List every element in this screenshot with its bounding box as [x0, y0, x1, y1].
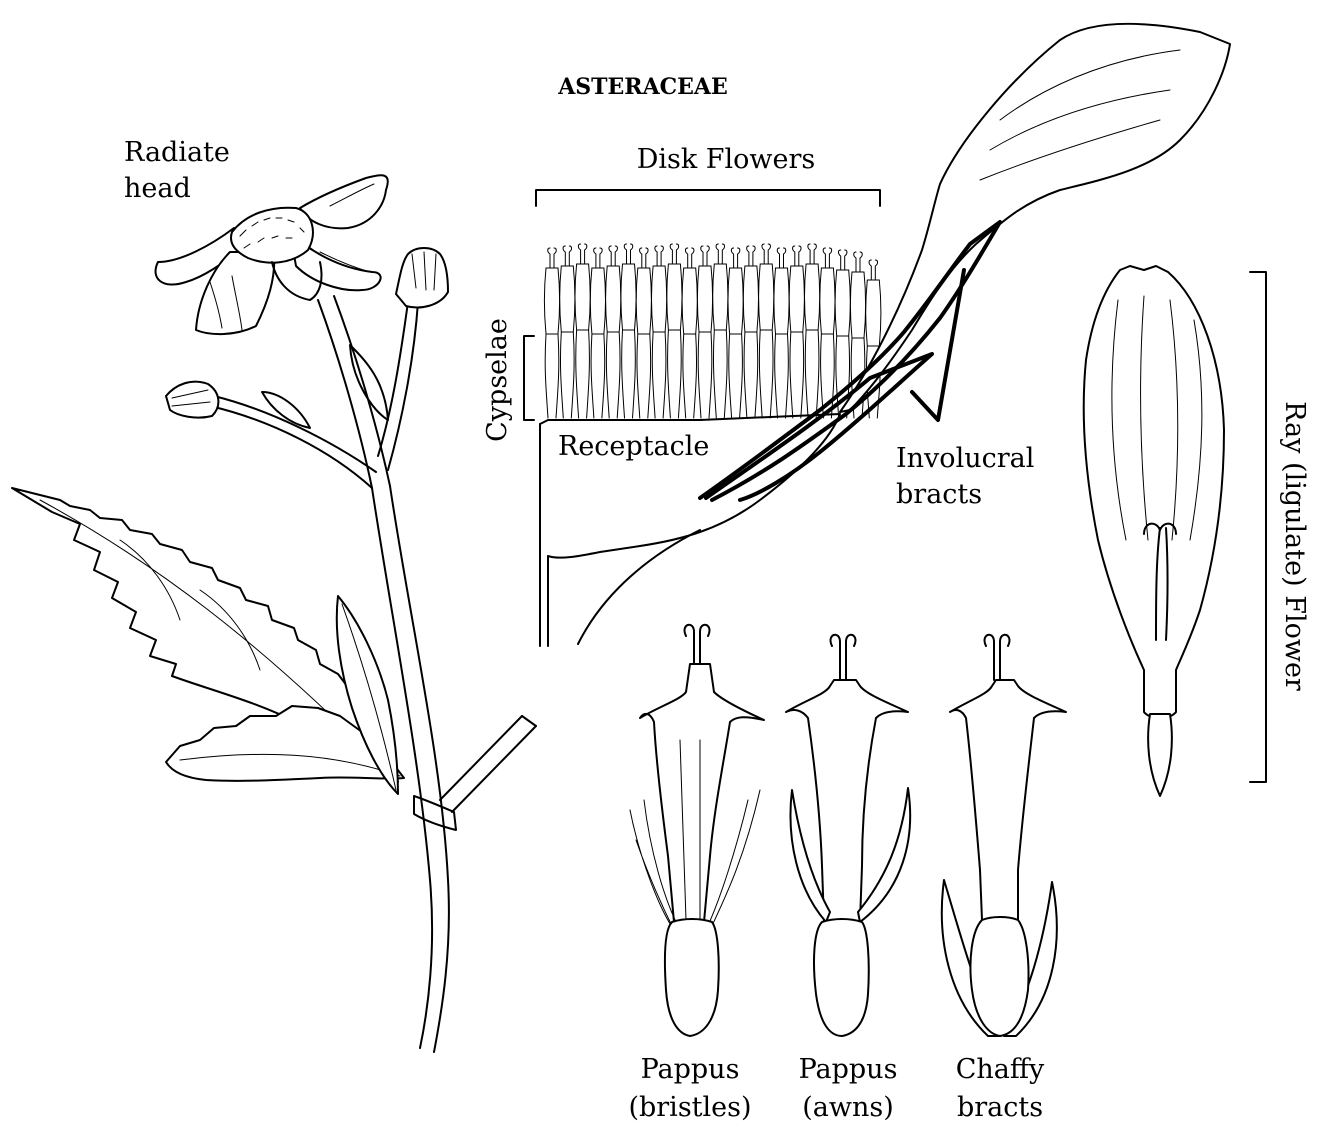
ray-flower-bracket	[1250, 272, 1266, 782]
disk-flower-style	[731, 248, 740, 268]
chaffy-bracts-label-line2: bracts	[957, 1092, 1043, 1123]
disk-flower-style	[777, 248, 786, 268]
disk-flower-style	[869, 260, 878, 280]
cypselae-bracket	[524, 336, 534, 420]
disk-flower-style	[854, 252, 863, 272]
disk-flower-chaffy-bracts	[942, 635, 1066, 1036]
disk-flower-style	[670, 244, 679, 264]
disk-flower-tube	[759, 264, 774, 418]
disk-flower-style	[624, 244, 633, 264]
disk-flower-style	[563, 246, 572, 266]
disk-flower-pappus-awns	[786, 635, 910, 1036]
ray-flower-label: Ray (ligulate) Flower	[1279, 401, 1310, 691]
disk-flower-style	[594, 248, 603, 268]
disk-flower-tube	[728, 268, 743, 418]
disk-flower-style	[762, 244, 771, 264]
involucral-bracts-label-line1: Involucral	[896, 443, 1034, 474]
pappus-awns-label-line2: (awns)	[802, 1092, 894, 1123]
disk-flower-style	[655, 246, 664, 266]
disk-flower-tube	[606, 266, 621, 418]
disk-flower-tube	[743, 266, 758, 418]
disk-flower-tube	[820, 268, 835, 418]
disk-flower-tube	[774, 268, 789, 418]
disk-flower-tube	[636, 268, 651, 418]
pappus-bristles-label-line1: Pappus	[641, 1054, 740, 1085]
radiate-head-label-line2: head	[124, 173, 191, 204]
disk-flower-tube	[805, 264, 820, 418]
disk-flower-tube	[667, 264, 682, 418]
pappus-bristles-label-line2: (bristles)	[628, 1092, 751, 1123]
disk-flowers-label: Disk Flowers	[637, 144, 816, 175]
disk-flower-style	[640, 248, 649, 268]
disk-flower-tube	[545, 268, 560, 418]
disk-flower-style	[578, 244, 587, 264]
disk-flower-style	[747, 246, 756, 266]
disk-flower-tube	[560, 266, 575, 418]
receptacle-label: Receptacle	[558, 431, 709, 462]
involucral-bracts-label-line2: bracts	[896, 479, 982, 510]
disk-flower-tube	[621, 264, 636, 418]
disk-flower-style	[701, 246, 710, 266]
disk-flower-style	[808, 244, 817, 264]
disk-flower-style	[685, 248, 694, 268]
disk-flower-tube	[652, 266, 667, 418]
disk-flower-tube	[713, 264, 728, 418]
disk-flower-tube	[575, 264, 590, 418]
disk-flowers-bracket	[536, 190, 880, 206]
radiate-head-label-line1: Radiate	[124, 137, 230, 168]
cypselae-label: Cypselae	[482, 318, 513, 442]
disk-flower-tube	[698, 266, 713, 418]
disk-flower-style	[716, 244, 725, 264]
ray-flower-illustration	[1084, 266, 1266, 796]
disk-flower-style	[548, 248, 557, 268]
disk-flower-style	[793, 246, 802, 266]
disk-flower-style	[609, 246, 618, 266]
disk-flower-pappus-bristles	[630, 625, 764, 1036]
disk-flower-tube	[590, 268, 605, 418]
disk-flower-style	[823, 248, 832, 268]
disk-flower-style	[838, 250, 847, 270]
diagram-title: ASTERACEAE	[557, 74, 728, 100]
disk-flower-tube	[789, 266, 804, 418]
plant-specimen-illustration	[12, 175, 536, 1052]
pappus-awns-label-line1: Pappus	[799, 1054, 898, 1085]
disk-flower-tube	[682, 268, 697, 418]
chaffy-bracts-label-line1: Chaffy	[956, 1054, 1045, 1085]
